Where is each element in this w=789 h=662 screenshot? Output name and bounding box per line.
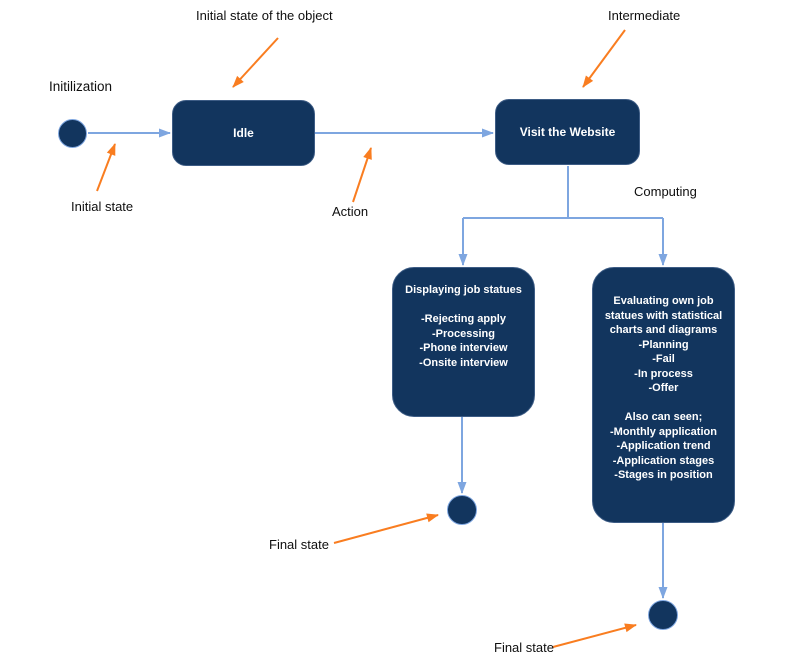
state-text-line: -Planning [638,338,689,351]
state-displaying-job-statues: Displaying job statues -Rejecting apply -… [392,267,535,417]
state-text-line [596,396,731,411]
annotation-arrow-initial-object [232,37,279,88]
state-text-line: -Rejecting apply [421,313,506,325]
state-text-line: -Application trend [616,440,711,452]
annotation-arrow-initial-state [96,143,116,192]
state-text-line: -Fail [652,353,675,365]
annotation-intermediate: Intermediate [608,8,681,23]
state-text-line: -In process [634,367,693,380]
state-text-line: -Phone interview [419,342,508,354]
state-visit-website: Visit the Website [495,99,640,165]
annotation-action: Action [332,204,369,219]
state-text-line [396,298,531,313]
final-state-circle-right [648,600,678,630]
annotation-final-state-left: Final state [269,537,329,552]
state-idle-label: Idle [233,126,254,140]
transition-split-line [463,166,663,219]
annotation-arrow-intermediate [582,29,626,88]
annotation-arrow-action [352,147,372,203]
state-text-line: -Stages in position [614,469,713,481]
annotation-final-state-right: Final state [494,640,554,655]
state-text-line: -Application stages [612,454,715,467]
state-text-line: -Offer [648,382,679,394]
state-evaluating-job-statues: Evaluating own job statues with statisti… [592,267,735,523]
annotation-computing: Computing [634,184,697,199]
state-text-line: -Processing [432,327,495,340]
annotation-arrow-final-left [333,513,439,544]
state-text-line: -Monthly application [610,425,717,438]
annotation-arrow-final-right [552,623,637,648]
state-text-line: -Onsite interview [419,356,508,369]
annotation-initial-state: Initial state [71,199,134,214]
state-text-line: Displaying job statues [405,284,522,296]
initial-state-circle [58,119,87,148]
heading-initilization: Initilization [49,79,113,94]
state-evaluating-text: Evaluating own job statues with statisti… [593,294,734,483]
state-visit-website-label: Visit the Website [519,125,616,139]
state-text-line: Evaluating own job statues with statisti… [604,295,723,336]
state-idle: Idle [172,100,315,166]
state-text-line: Also can seen; [624,411,703,423]
final-state-circle-left [447,495,477,525]
state-displaying-text: Displaying job statues -Rejecting apply -… [393,283,534,370]
annotation-initial-state-of-object: Initial state of the object [196,8,333,23]
